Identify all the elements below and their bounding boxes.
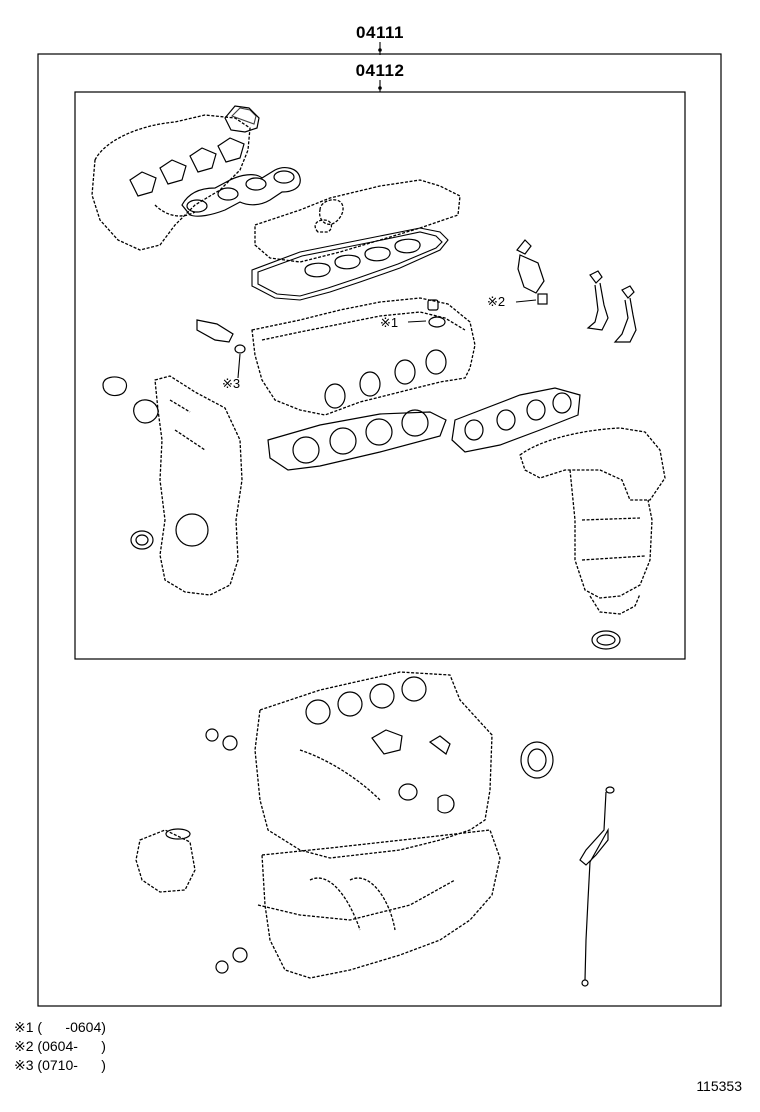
outer-kit-frame [37, 53, 722, 1007]
legend-mark: ※2 [14, 1038, 34, 1054]
outer-kit-part-number[interactable]: 04111 [356, 23, 404, 42]
intake-manifold-gasket[interactable] [181, 167, 301, 217]
legend-row: ※3 (0710- ) [14, 1056, 106, 1075]
camshaft-sensor-oring[interactable] [196, 319, 246, 354]
fuel-injector-seal[interactable] [516, 239, 548, 305]
callout-marker-2: ※2 [487, 294, 505, 309]
cylinder-head[interactable] [251, 297, 476, 416]
applicability-legend: ※1 ( -0604) ※2 (0604- ) ※3 (0710- ) [14, 1018, 106, 1075]
rear-oil-seal[interactable] [520, 741, 554, 779]
legend-mark: ※3 [14, 1057, 34, 1073]
oil-pan[interactable] [257, 829, 501, 979]
head-cover-gasket[interactable] [251, 227, 449, 301]
oil-filter-bracket[interactable] [135, 828, 196, 893]
exhaust-manifold-gasket[interactable] [451, 387, 581, 453]
exhaust-pipe-gasket[interactable] [591, 630, 621, 650]
oil-level-gauge-guide[interactable] [579, 786, 615, 987]
inner-kit-frame [74, 91, 686, 660]
water-outlet-gaskets[interactable] [371, 729, 455, 814]
oil-pan-drain-gaskets[interactable] [205, 728, 248, 974]
legend-row: ※1 ( -0604) [14, 1018, 106, 1037]
cylinder-block[interactable] [254, 671, 493, 859]
water-pump-gasket[interactable] [102, 376, 159, 424]
legend-range: (0710- ) [37, 1057, 106, 1073]
cylinder-head-gasket[interactable] [267, 409, 447, 471]
legend-mark: ※1 [14, 1019, 34, 1035]
callout-marker-3: ※3 [222, 376, 240, 391]
valve-stem-seal[interactable] [427, 299, 446, 328]
callout-marker-1: ※1 [380, 315, 398, 330]
spark-plug-tube-gaskets[interactable] [304, 238, 421, 278]
intake-exhaust-valves[interactable] [586, 270, 637, 343]
crankshaft-front-oil-seal[interactable] [130, 530, 154, 550]
intake-manifold[interactable] [91, 114, 251, 251]
illustration-number: 115353 [696, 1078, 742, 1094]
inner-kit-part-number[interactable]: 04112 [356, 61, 405, 80]
throttle-body-gasket[interactable] [224, 105, 260, 133]
timing-chain-cover[interactable] [154, 375, 243, 596]
legend-range: (0604- ) [37, 1038, 106, 1054]
legend-row: ※2 (0604- ) [14, 1037, 106, 1056]
legend-range: ( -0604) [37, 1019, 106, 1035]
exhaust-manifold[interactable] [519, 427, 666, 615]
